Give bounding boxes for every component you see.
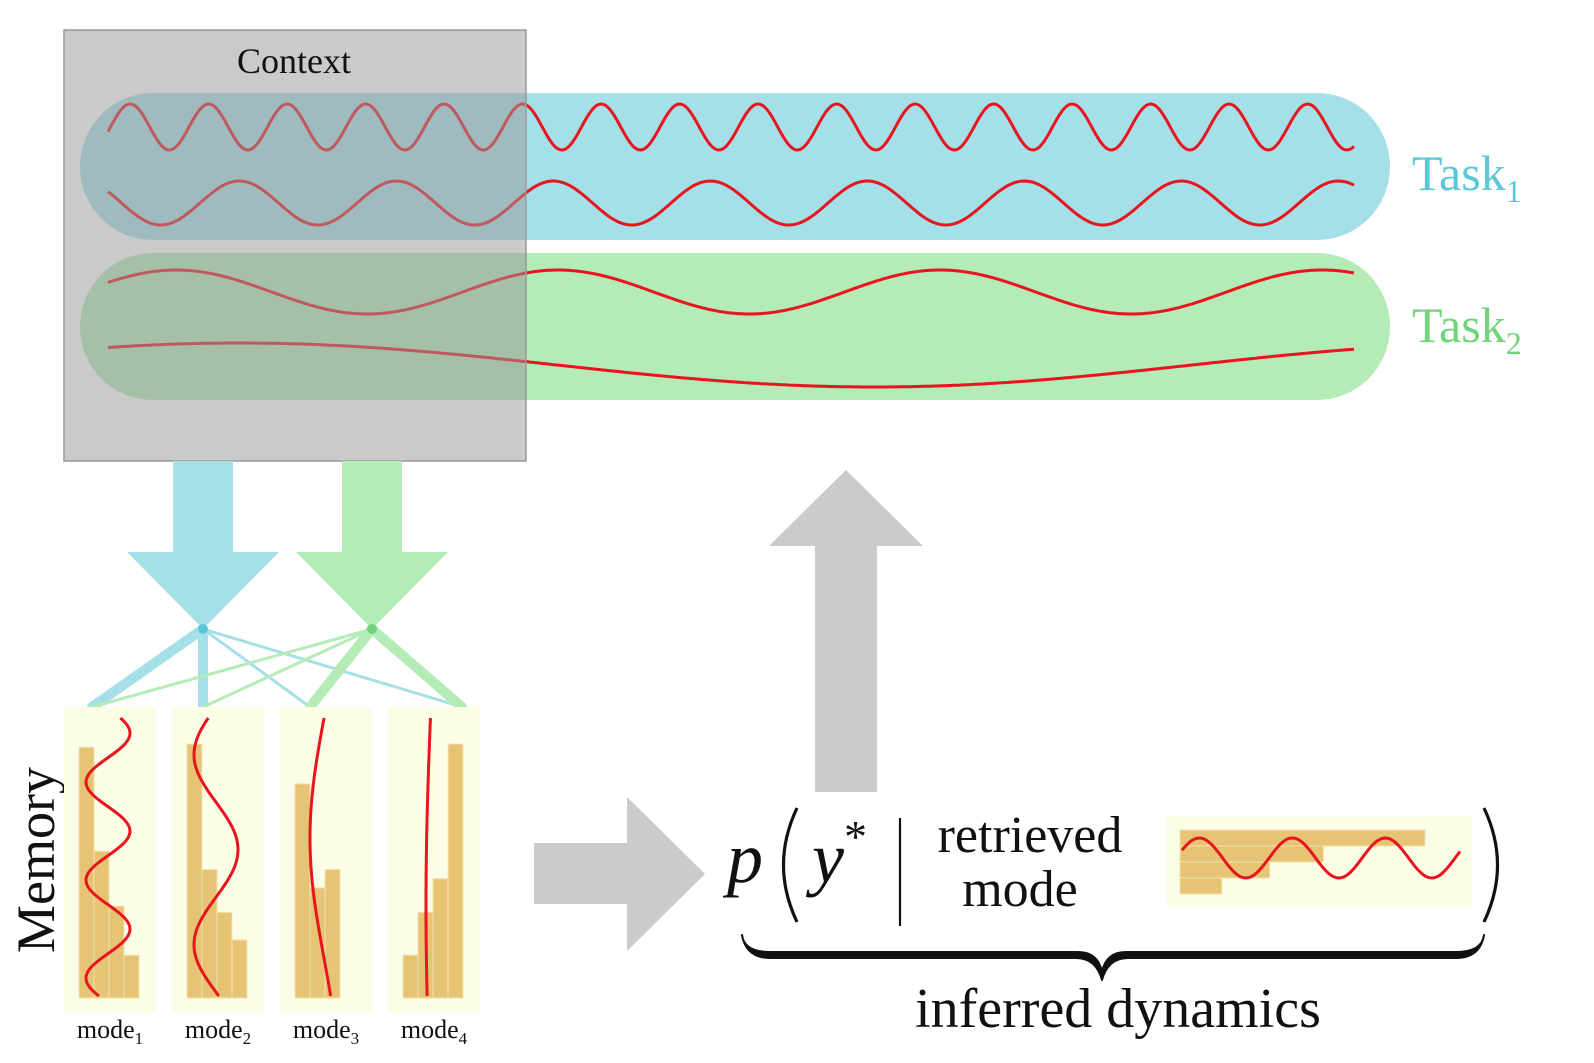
task2-node (367, 624, 377, 634)
mode-hist-bar (93, 850, 110, 999)
right-arrow (534, 797, 705, 951)
task1-down-arrow (127, 461, 279, 629)
brace-label: inferred dynamics (915, 978, 1321, 1040)
mode-label: mode1 (77, 1015, 143, 1048)
formula-left-paren (781, 807, 799, 923)
thumbnail-hist-bar (1179, 861, 1271, 879)
thumbnail-wave (1180, 836, 1462, 880)
formula-y: y* (805, 811, 867, 898)
formula-mode: mode (962, 861, 1078, 918)
formula-retrieved: retrieved (938, 807, 1123, 864)
retrieved-mode-thumbnail (1166, 816, 1472, 907)
task2-down-arrow (296, 461, 448, 629)
mode-label: mode2 (185, 1015, 251, 1048)
mode-wave (84, 716, 132, 998)
task2-label: Task2 (1412, 297, 1522, 361)
thumbnail-hist-bar (1179, 877, 1223, 895)
up-arrow (769, 470, 923, 792)
memory-mode-3: mode3 (280, 707, 372, 1048)
mode-hist-bar (231, 939, 248, 999)
mode-label: mode4 (401, 1015, 468, 1048)
mode-wave (192, 717, 240, 997)
under-brace (741, 934, 1485, 981)
context-label: Context (237, 41, 351, 81)
task1-label: Task1 (1412, 145, 1522, 209)
task1-node (198, 624, 208, 634)
context-box (63, 29, 527, 462)
memory-mode-4: mode4 (388, 707, 480, 1048)
mode-label: mode3 (293, 1015, 359, 1048)
memory-label: Memory (6, 767, 66, 953)
mode-hist-bar (294, 783, 311, 999)
mode-hist-bar (216, 911, 233, 999)
memory-modes: mode1 mode2 mode3 mode4 (64, 707, 480, 1048)
mode-hist-bar (186, 743, 203, 999)
mode-hist-bar (201, 869, 218, 999)
mode-hist-bar (123, 954, 140, 999)
thumbnail-hist-bar (1179, 845, 1324, 863)
task1-connections (87, 624, 464, 712)
memory-mode-1: mode1 (64, 707, 156, 1048)
formula-right-paren (1482, 807, 1500, 923)
mode-hist-bar (432, 878, 449, 999)
mode-wave (424, 717, 432, 996)
mode-hist-bar (324, 869, 341, 999)
task2-connections (90, 624, 467, 712)
mode-hist-bar (402, 954, 419, 999)
formula-p: p (722, 818, 763, 898)
mode-hist-bar (447, 743, 464, 999)
memory-mode-2: mode2 (172, 707, 264, 1048)
mode-wave (308, 717, 333, 997)
